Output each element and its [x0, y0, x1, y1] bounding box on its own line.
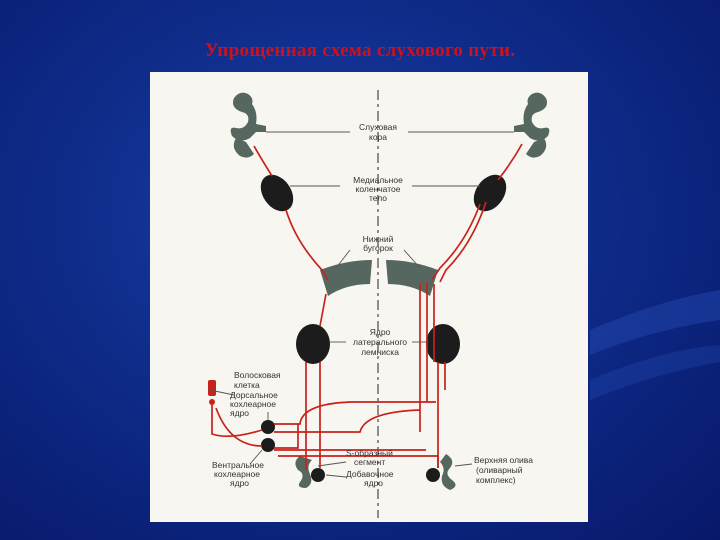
label-mgb-1: Медиальное — [353, 175, 403, 185]
label-s-segment-2: сегмент — [354, 457, 385, 467]
lateral-lemniscus-nucleus-left — [296, 324, 330, 364]
label-dcn-2: кохлеарное — [230, 399, 276, 409]
hair-cell — [208, 380, 216, 405]
label-superior-olive-3: комплекс) — [476, 475, 516, 485]
auditory-cortex-right — [514, 92, 550, 158]
label-ll-1: Ядро — [370, 327, 391, 337]
inferior-colliculus-right — [386, 260, 438, 296]
superior-olive-right — [440, 454, 456, 490]
ventral-cochlear-nucleus — [261, 438, 275, 452]
medial-geniculate-right — [473, 174, 507, 212]
label-dcn-1: Дорсальное — [230, 390, 278, 400]
inferior-colliculus-left — [320, 260, 372, 296]
auditory-pathway-diagram: Слуховая кора Медиальное коленчатое тело… — [150, 72, 588, 522]
accessory-nucleus-right — [426, 468, 440, 482]
label-auditory-cortex-1: Слуховая — [359, 122, 397, 132]
superior-olive-left — [295, 456, 312, 488]
label-auditory-cortex-2: кора — [369, 132, 387, 142]
accessory-nucleus-left — [311, 468, 325, 482]
medial-geniculate-left — [260, 174, 294, 212]
label-superior-olive-2: (оливарный — [476, 465, 523, 475]
label-hair-cell-2: клетка — [234, 380, 260, 390]
label-vcn-1: Вентральное — [212, 460, 264, 470]
pathway-lines — [211, 143, 523, 470]
label-s-segment-1: S-образный — [346, 448, 393, 458]
label-ic-1: Нижний — [363, 234, 394, 244]
label-vcn-3: ядро — [230, 478, 249, 488]
label-ll-2: латерального — [353, 337, 407, 347]
label-dcn-3: ядро — [230, 408, 249, 418]
label-ic-2: бугорок — [363, 243, 393, 253]
label-ll-3: лемниска — [361, 347, 399, 357]
auditory-cortex-left — [230, 92, 266, 158]
label-accessory-1: Добавочное — [346, 469, 394, 479]
label-superior-olive-1: Верхняя олива — [474, 455, 533, 465]
label-leaders — [209, 131, 514, 478]
dorsal-cochlear-nucleus — [261, 420, 275, 434]
label-accessory-2: ядро — [364, 478, 383, 488]
slide-title: Упрощенная схема слухового пути. — [204, 40, 516, 61]
label-mgb-2: коленчатое — [356, 184, 401, 194]
lateral-lemniscus-nucleus-right — [426, 324, 460, 364]
label-vcn-2: кохлеарное — [214, 469, 260, 479]
label-hair-cell-1: Волосковая — [234, 370, 281, 380]
label-mgb-3: тело — [369, 193, 387, 203]
